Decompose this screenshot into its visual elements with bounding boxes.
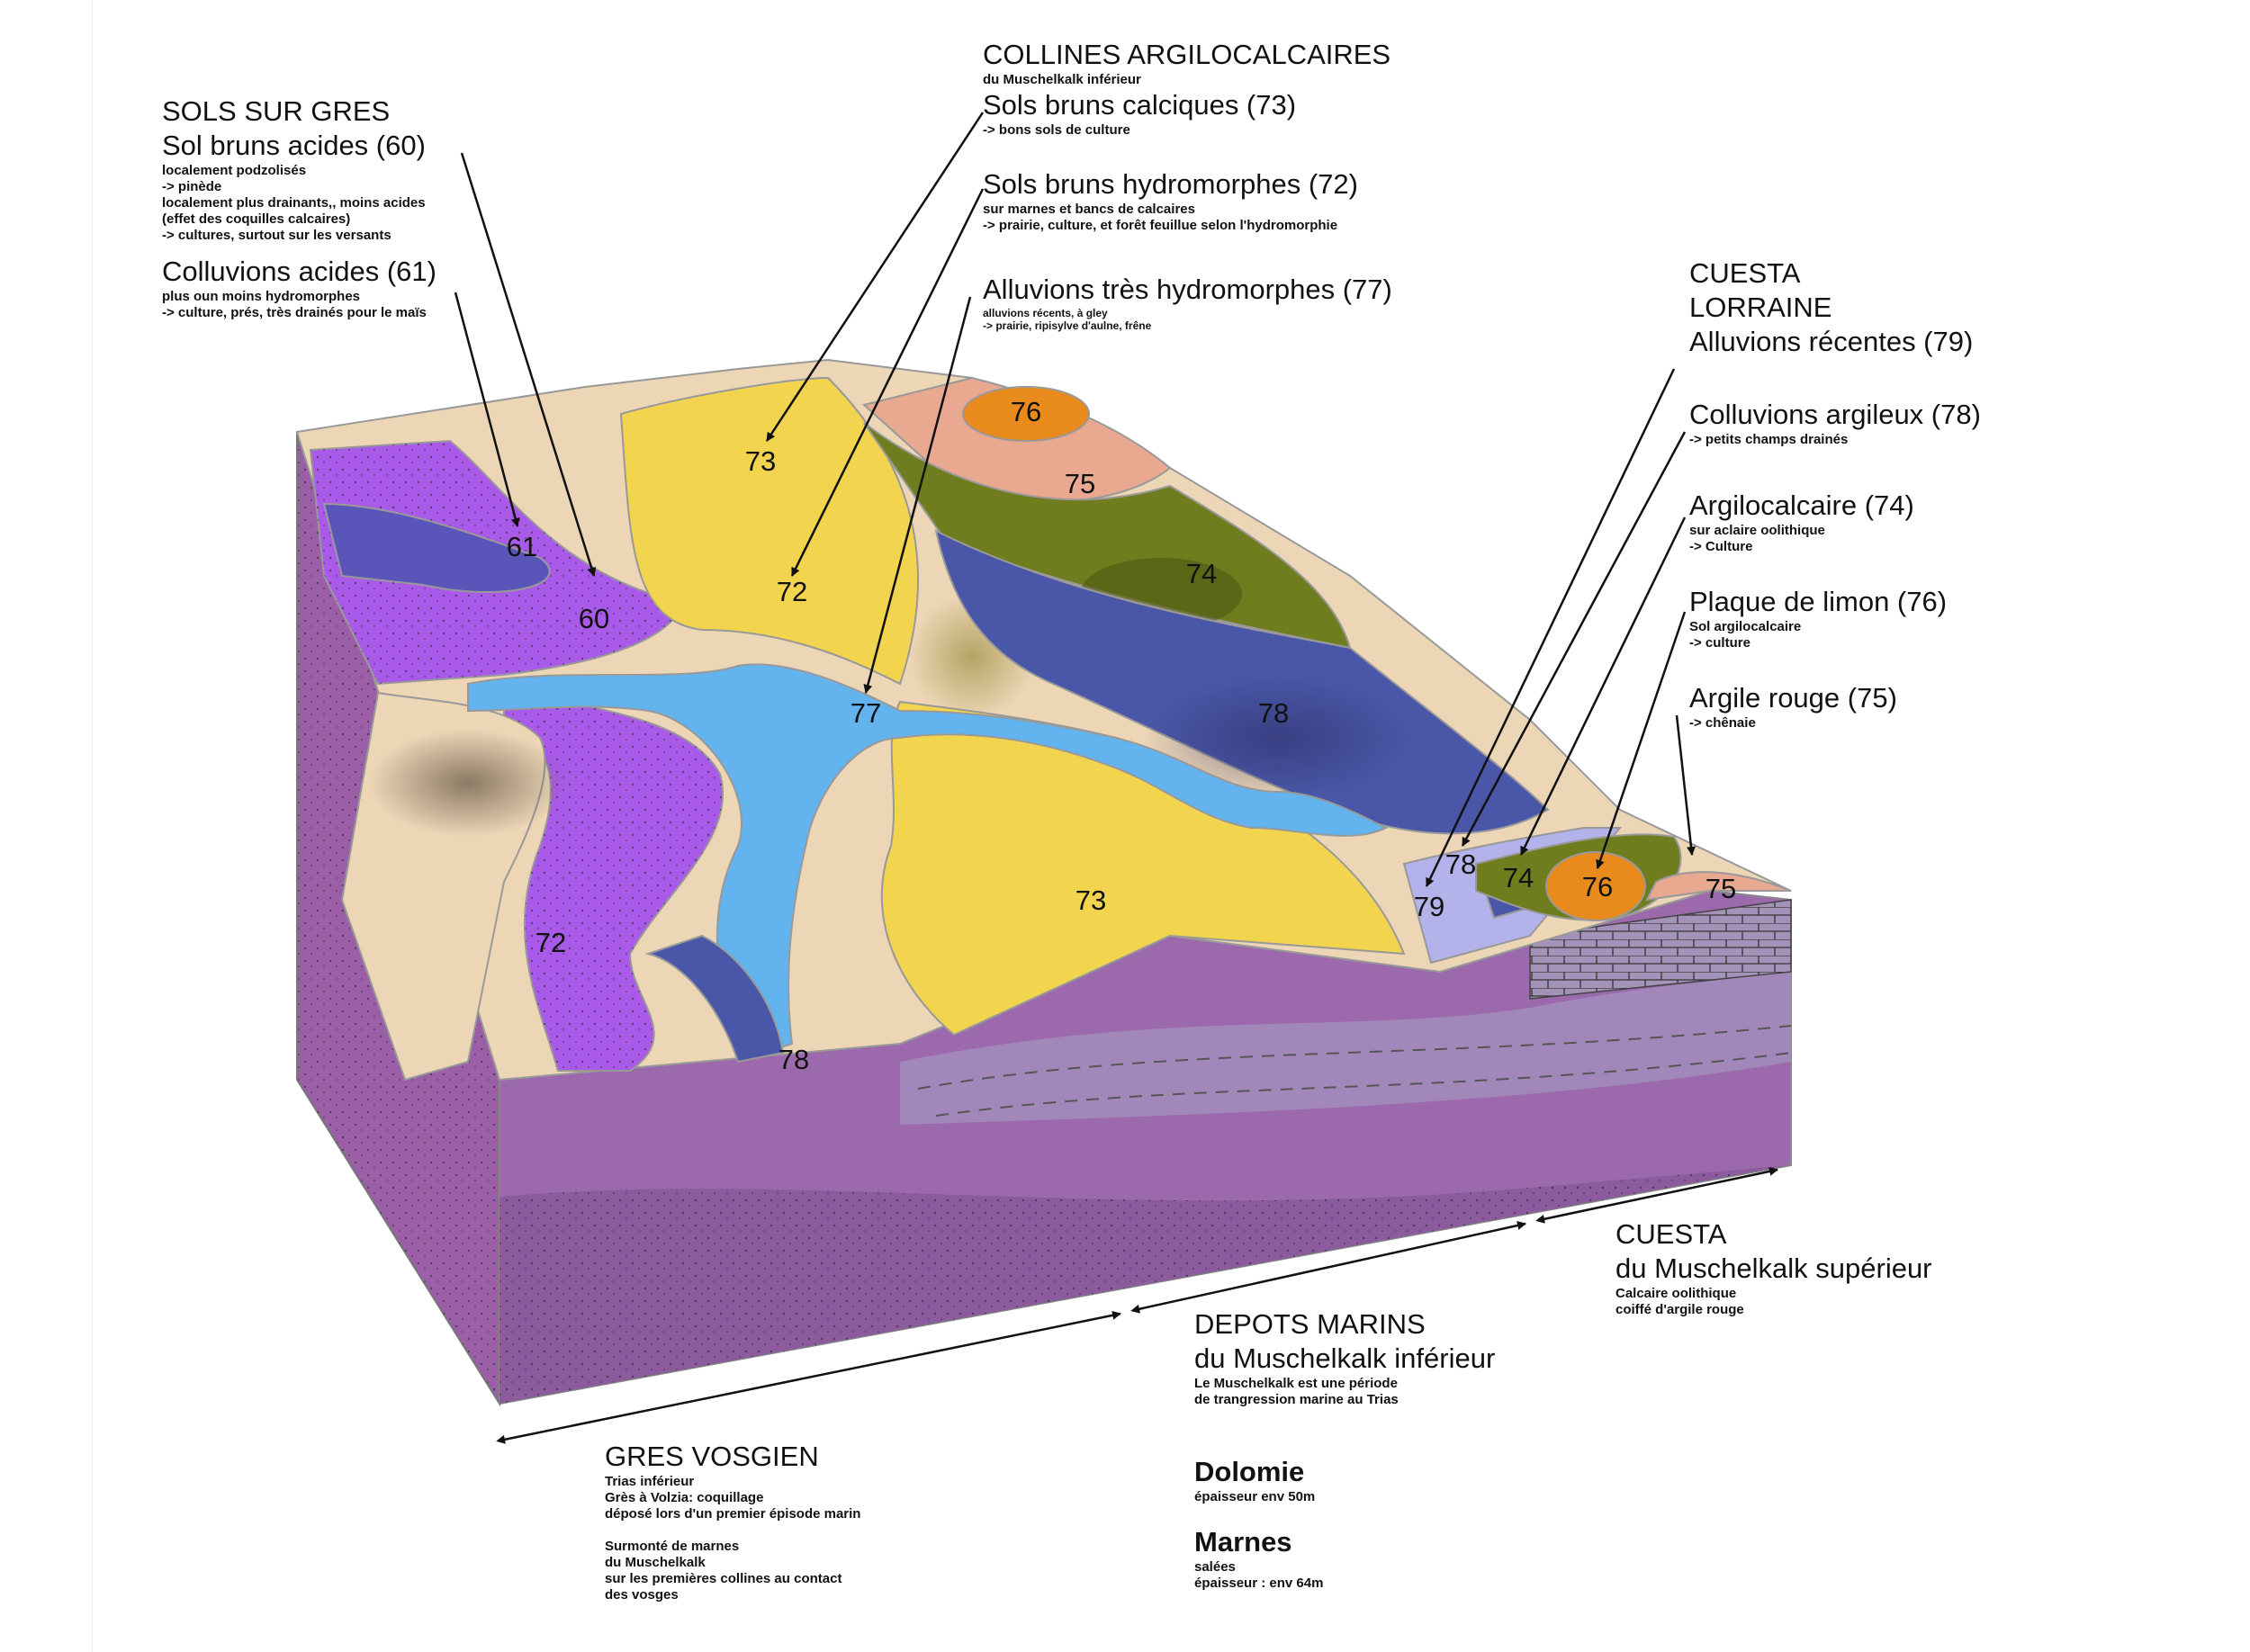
zone-label-76-top: 76 [1011, 396, 1041, 427]
colluvions-acides-line: -> culture, prés, très drainés pour le m… [162, 305, 427, 320]
zone-label-72-top: 72 [777, 576, 807, 607]
limon76-line: Sol argilocalcaire [1689, 619, 1802, 634]
gres-vosgien-line: Grès à Volzia: coquillage [605, 1490, 764, 1505]
label-collines-argilocalcaires: COLLINES ARGILOCALCAIRES du Muschelkalk … [983, 38, 1390, 139]
zone-label-77: 77 [850, 697, 881, 729]
cuesta-sup-title: CUESTA [1616, 1218, 1727, 1250]
label-argile-rouge-75: Argile rouge (75) -> chênaie [1689, 681, 1897, 732]
hydromorphes-title: Sols bruns hydromorphes (72) [983, 168, 1358, 200]
zone-label-73-big: 73 [1076, 884, 1106, 916]
cuesta-lorraine-subtitle: Alluvions récentes (79) [1689, 326, 1974, 357]
argile75-line: -> chênaie [1689, 715, 1756, 731]
zone-label-60: 60 [579, 603, 609, 634]
depots-title: DEPOTS MARINS [1194, 1308, 1426, 1340]
cuesta-lorraine-title: LORRAINE [1689, 292, 1832, 323]
zone-label-74-top: 74 [1186, 558, 1217, 589]
label-gres-vosgien: GRES VOSGIEN Trias inférieur Grès à Volz… [605, 1440, 860, 1603]
label-depots-marins: DEPOTS MARINS du Muschelkalk inférieur L… [1194, 1307, 1495, 1408]
label-cuesta-muschelkalk-superieur: CUESTA du Muschelkalk supérieur Calcaire… [1616, 1217, 1932, 1318]
argilocalcaire74-title: Argilocalcaire (74) [1689, 489, 1914, 521]
zone-label-79: 79 [1414, 891, 1444, 922]
gres-vosgien-line: sur les premières collines au contact [605, 1571, 842, 1586]
limon76-line: -> culture [1689, 635, 1750, 651]
dolomie-title: Dolomie [1194, 1456, 1305, 1487]
sols-sur-gres-line: -> pinède [162, 179, 222, 194]
gres-vosgien-title: GRES VOSGIEN [605, 1441, 819, 1472]
zone-label-75-top: 75 [1065, 468, 1095, 499]
sols-sur-gres-line: (effet des coquilles calcaires) [162, 211, 351, 227]
sols-sur-gres-line: -> cultures, surtout sur les versants [162, 228, 392, 243]
marnes-title: Marnes [1194, 1526, 1292, 1558]
depots-line: de trangression marine au Trias [1194, 1392, 1399, 1407]
dolomie-line: épaisseur env 50m [1194, 1489, 1316, 1504]
gres-vosgien-line: Surmonté de marnes [605, 1539, 740, 1554]
gres-vosgien-line: des vosges [605, 1587, 679, 1603]
alluvions77-line: alluvions récents, à gley [983, 307, 1108, 319]
gres-vosgien-line: déposé lors d'un premier épisode marin [605, 1506, 861, 1522]
label-sols-sur-gres: SOLS SUR GRES Sol bruns acides (60) loca… [162, 94, 426, 244]
argilocalcaire74-line: -> Culture [1689, 539, 1753, 554]
zone-label-75-cuesta: 75 [1706, 873, 1736, 904]
hydromorphes-line: sur marnes et bancs de calcaires [983, 202, 1195, 217]
label-cuesta-lorraine: CUESTA LORRAINE Alluvions récentes (79) [1689, 256, 1973, 359]
depots-line: Le Muschelkalk est une période [1194, 1376, 1398, 1391]
alluvions77-title: Alluvions très hydromorphes (77) [983, 274, 1392, 305]
depots-subtitle: du Muschelkalk inférieur [1194, 1342, 1496, 1374]
sols-sur-gres-title: SOLS SUR GRES [162, 95, 391, 127]
cuesta-sup-subtitle: du Muschelkalk supérieur [1616, 1252, 1932, 1284]
leader-arrow-lines [454, 112, 1778, 1444]
zone-label-72-left: 72 [536, 927, 566, 958]
colluvions78-title: Colluvions argileux (78) [1689, 399, 1981, 430]
gres-vosgien-line: Trias inférieur [605, 1474, 695, 1489]
limon76-title: Plaque de limon (76) [1689, 586, 1948, 617]
hydromorphes-line: -> prairie, culture, et forêt feuillue s… [983, 218, 1338, 233]
label-dolomie: Dolomie épaisseur env 50m [1194, 1455, 1315, 1505]
gres-vosgien-line: du Muschelkalk [605, 1555, 706, 1570]
collines-title: COLLINES ARGILOCALCAIRES [983, 39, 1391, 70]
colluvions-acides-line: plus oun moins hydromorphes [162, 289, 361, 304]
argilocalcaire74-line: sur aclaire oolithique [1689, 523, 1825, 538]
zone-label-78-cuesta: 78 [1445, 848, 1476, 880]
sols-sur-gres-line: localement plus drainants,, moins acides [162, 195, 426, 211]
label-colluvions-acides: Colluvions acides (61) plus oun moins hy… [162, 255, 436, 321]
cuesta-sup-line: coiffé d'argile rouge [1616, 1302, 1744, 1317]
collines-line: -> bons sols de culture [983, 122, 1130, 138]
marnes-line: salées [1194, 1559, 1236, 1575]
label-marnes: Marnes salées épaisseur : env 64m [1194, 1525, 1323, 1592]
label-sols-bruns-hydromorphes: Sols bruns hydromorphes (72) sur marnes … [983, 167, 1358, 234]
zone-label-78-bottom: 78 [778, 1044, 809, 1075]
alluvions77-line: -> prairie, ripisylve d'aulne, frêne [983, 319, 1152, 332]
sols-sur-gres-subtitle: Sol bruns acides (60) [162, 130, 426, 161]
zone-label-74-cuesta: 74 [1503, 862, 1534, 893]
zone-label-61: 61 [507, 531, 537, 562]
page-edge-line [92, 0, 93, 1652]
collines-note: du Muschelkalk inférieur [983, 72, 1141, 87]
colluvions-acides-title: Colluvions acides (61) [162, 256, 436, 287]
cuesta-sup-line: Calcaire oolithique [1616, 1286, 1737, 1301]
zone-label-73-top: 73 [745, 445, 776, 477]
zone-label-76-cuesta: 76 [1582, 871, 1613, 902]
label-argilocalcaire-74: Argilocalcaire (74) sur aclaire oolithiq… [1689, 489, 1914, 555]
colluvions78-line: -> petits champs drainés [1689, 432, 1849, 447]
zone-label-78-right: 78 [1258, 697, 1289, 729]
argile75-title: Argile rouge (75) [1689, 682, 1897, 714]
collines-subtitle: Sols bruns calciques (73) [983, 89, 1297, 121]
marnes-line: épaisseur : env 64m [1194, 1576, 1324, 1591]
cuesta-lorraine-title: CUESTA [1689, 257, 1801, 289]
label-alluvions-77: Alluvions très hydromorphes (77) alluvio… [983, 273, 1392, 332]
sols-sur-gres-line: localement podzolisés [162, 163, 307, 178]
label-plaque-de-limon-76: Plaque de limon (76) Sol argilocalcaire … [1689, 585, 1947, 651]
label-colluvions-argileux: Colluvions argileux (78) -> petits champ… [1689, 398, 1981, 448]
